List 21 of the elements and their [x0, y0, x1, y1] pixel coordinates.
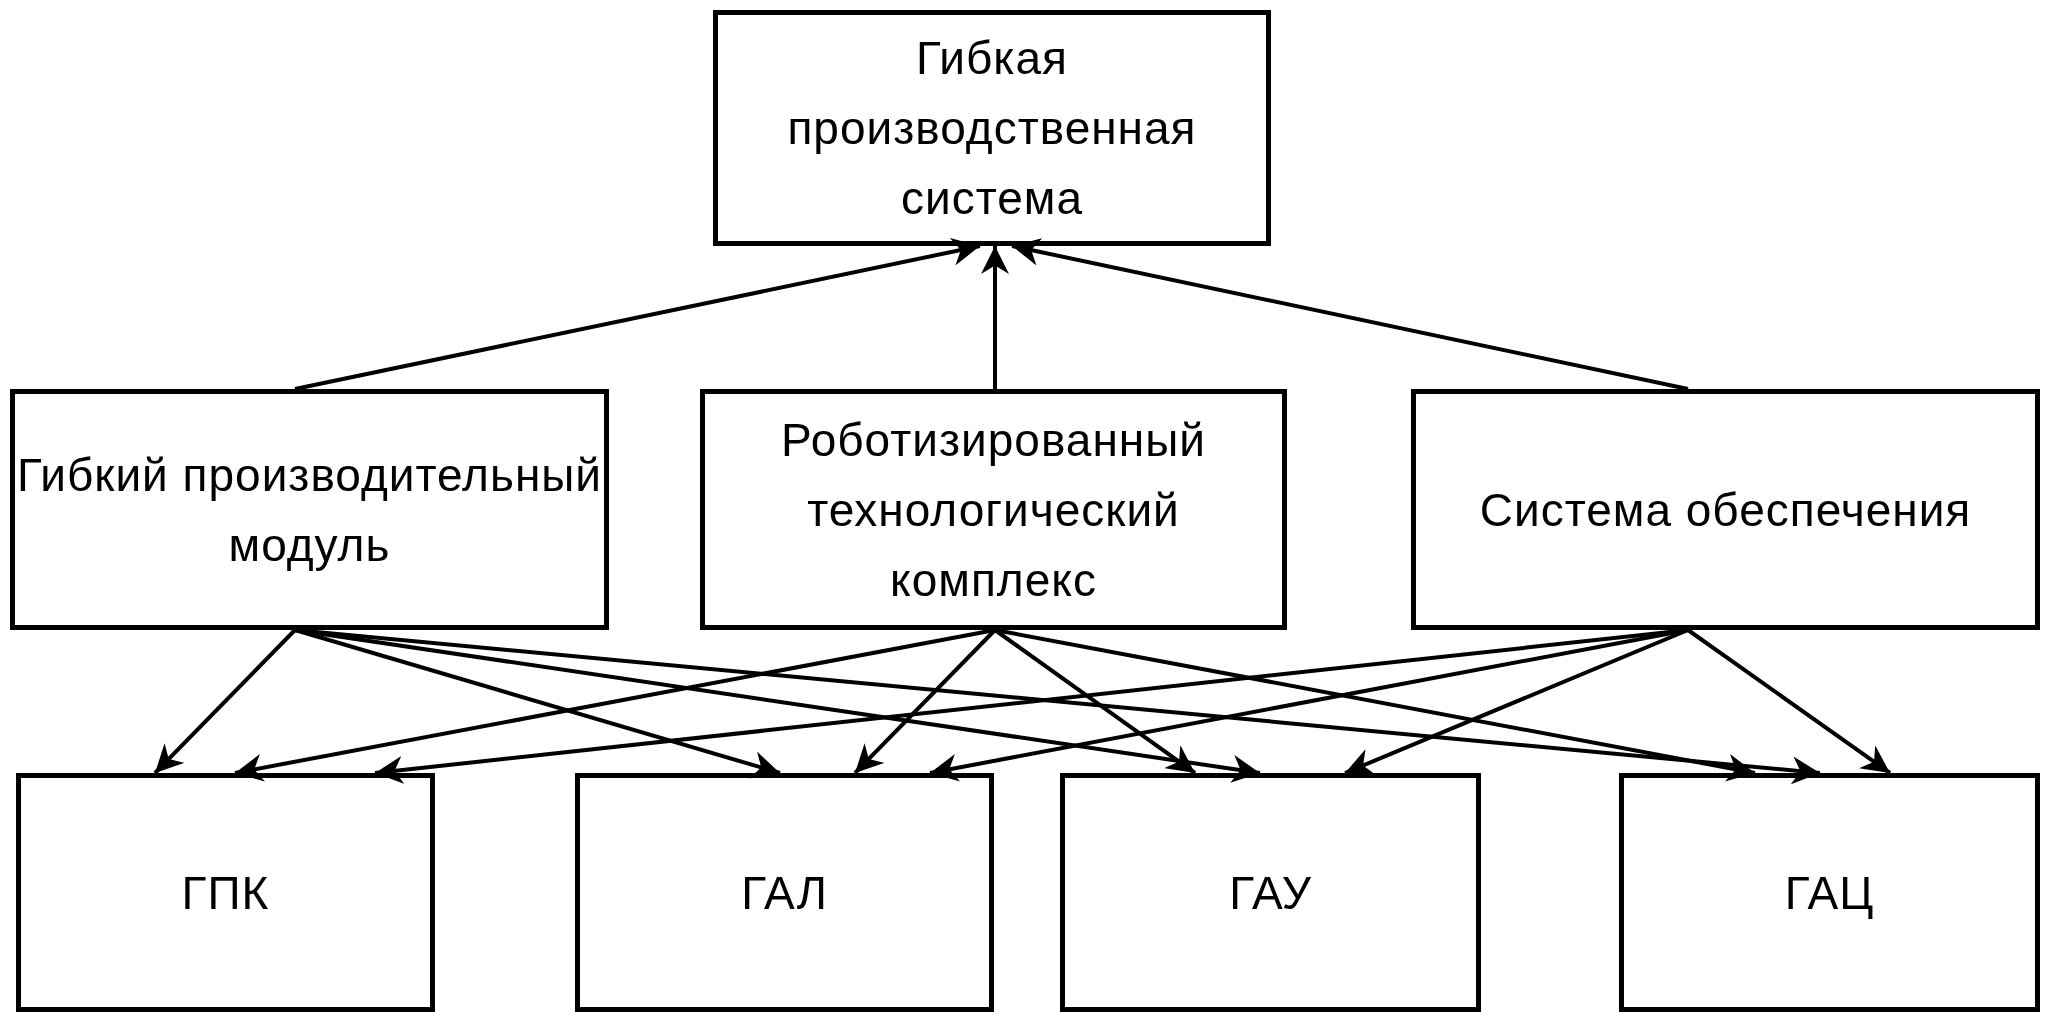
- node-label: ГПК: [181, 865, 270, 921]
- node-label: Гибкая производственная система: [786, 31, 1198, 226]
- node-label: Система обеспечения: [1479, 482, 1972, 538]
- node-box: [700, 389, 1287, 630]
- node-label: Гибкий производительный модуль: [15, 447, 604, 573]
- node-box: [16, 773, 435, 1012]
- arrow: [153, 628, 297, 775]
- arrow: [1686, 628, 1892, 775]
- node-box: [10, 389, 609, 630]
- arrow: [294, 238, 981, 391]
- node-box: [1619, 773, 2040, 1012]
- node-label: Роботизированный технологический комплекс: [780, 412, 1207, 608]
- node-box: [1060, 773, 1481, 1012]
- node-label: ГАЦ: [1784, 865, 1875, 921]
- arrow: [981, 246, 1009, 389]
- arrow: [1011, 238, 1689, 391]
- node-box: [575, 773, 994, 1012]
- node-label: ГАУ: [1229, 865, 1312, 921]
- node-box: [1411, 389, 2040, 630]
- node-label: ГАЛ: [741, 865, 828, 921]
- node-box: [713, 10, 1271, 246]
